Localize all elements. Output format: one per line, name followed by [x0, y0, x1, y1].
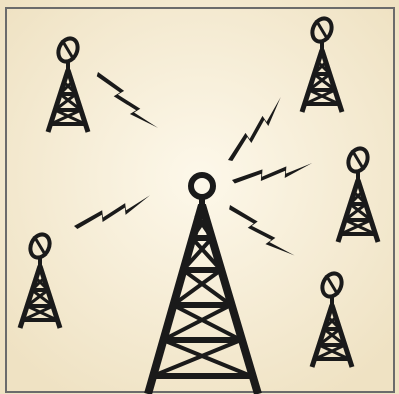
radio-towers-illustration — [0, 0, 399, 394]
illustration-frame — [0, 0, 399, 394]
